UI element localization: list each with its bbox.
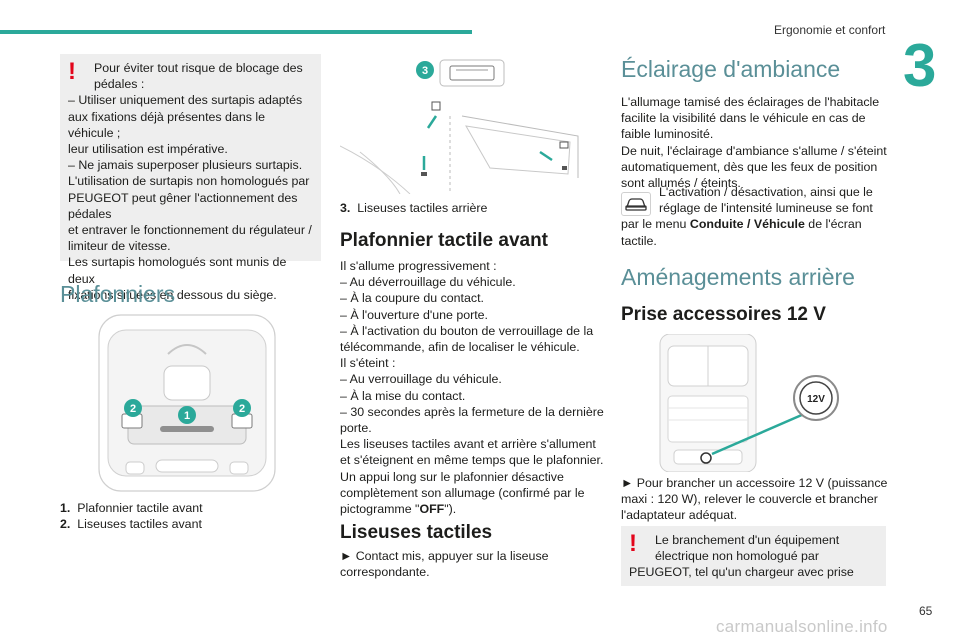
heading-liseuses-tactiles: Liseuses tactiles [340,522,493,543]
socket-label: 12V [807,394,825,405]
warning-line: Les surtapis homologués sont munis de de… [68,255,287,286]
paragraph-line: et s'éteignent en même temps que le plaf… [340,453,604,468]
paragraph-line: correspondante. [340,565,430,580]
warning-line: électrique non homologué par [655,549,819,564]
paragraph-line: automatiquement, dès que les feux de pos… [621,159,878,174]
paragraph-line: réglage de l'intensité lumineuse se font [659,201,873,216]
paragraph-line: – À l'activation du bouton de verrouilla… [340,323,594,338]
caption-rear: 3. Liseuses tactiles arrière [340,200,487,216]
paragraph-line: – Au verrouillage du véhicule. [340,372,502,387]
watermark: carmanualsonline.info [716,617,888,636]
rear-reading-light-illustration: 3 [339,59,579,195]
warning-line: PEUGEOT peut gêner l'actionnement des pé… [68,190,298,221]
warning-line: aux fixations déjà présentes dans le véh… [68,109,265,140]
text-eclairage: L'allumage tamisé des éclairages de l'ha… [621,94,889,191]
callout-2-left: 2 [130,403,136,415]
warning-line: L'utilisation de surtapis non homologués… [68,174,310,189]
heading-plafonnier-tactile-avant: Plafonnier tactile avant [340,230,549,251]
warning-line: pédales : [94,77,145,92]
page-number: 65 [919,604,933,618]
paragraph-line: L'activation / désactivation, ainsi que … [659,185,873,199]
warning-line: limiteur de vitesse. [68,239,171,254]
ceiling-light-illustration: 2 1 2 [98,314,276,492]
warning-line: leur utilisation est impérative. [68,142,228,157]
paragraph-line: Il s'éteint : [340,356,396,371]
ceiling-light-figure: 2 1 2 [98,314,276,492]
paragraph-line: porte. [340,421,372,436]
socket-illustration: 12V [659,333,839,473]
caption-text: Liseuses tactiles avant [77,517,202,532]
warning-box-mats: ! Pour éviter tout risque de blocage des… [60,54,321,302]
paragraph-line: faible luminosité. [621,127,714,142]
chapter-number: 3 [903,32,937,99]
socket-figure: 12V [654,333,854,473]
paragraph-line: – 30 secondes après la fermeture de la d… [340,404,604,419]
paragraph-line: Un appui long sur le plafonnier désactiv… [340,469,564,484]
callout-2-right: 2 [239,403,245,415]
warning-line: PEUGEOT, tel qu'un chargeur avec prise [629,565,854,580]
section-title-amenagements: Aménagements arrière [621,264,855,290]
paragraph-line: pictogramme "OFF"). [340,502,457,517]
paragraph-line: ► Contact mis, appuyer sur la liseuse [340,549,549,563]
paragraph-line: maxi : 120 W), relever le couvercle et b… [621,492,878,507]
paragraph-line: L'allumage tamisé des éclairages de l'ha… [621,95,880,109]
paragraph-line: télécommande, afin de localiser le véhic… [340,340,580,355]
header-title: Ergonomie et confort [774,23,886,37]
paragraph-line: complètement son allumage (confirmé par … [340,485,585,500]
caption-number: 2. [60,517,71,532]
car-icon [621,192,651,216]
caption-number: 3. [340,201,351,215]
paragraph-line: – Au déverrouillage du véhicule. [340,275,516,290]
warning-box-socket: ! Le branchement d'un équipement électri… [621,526,886,586]
paragraph-line: sont allumés / éteints. [621,176,741,191]
warning-line: Le branchement d'un équipement [655,533,840,547]
paragraph-line: – À l'ouverture d'une porte. [340,307,489,322]
section-title-plafonniers: Plafonniers [60,281,176,307]
caption-number: 1. [60,501,71,515]
paragraph-line: l'adaptateur adéquat. [621,508,738,523]
paragraph-line: – À la mise du contact. [340,388,466,403]
warning-line: – Ne jamais superposer plusieurs surtapi… [68,158,303,173]
warning-icon: ! [68,58,76,85]
header-accent-bar [0,30,472,34]
paragraph-line: Il s'allume progressivement : [340,259,497,273]
text-plafonnier-tactile: Il s'allume progressivement : – Au déverr… [340,258,606,517]
paragraph-line: tactile. [621,233,657,248]
paragraph-line: ► Pour brancher un accessoire 12 V (puis… [621,476,888,490]
section-title-eclairage: Éclairage d'ambiance [621,56,841,82]
paragraph-line: facilite la visibilité dans le véhicule … [621,111,866,126]
text-prise: ► Pour brancher un accessoire 12 V (puis… [621,475,889,524]
paragraph-line: De nuit, l'éclairage d'ambiance s'allume… [621,143,887,158]
warning-line: – Utiliser uniquement des surtapis adapt… [68,93,303,108]
text-liseuses: ► Contact mis, appuyer sur la liseuse co… [340,548,606,580]
warning-line: Pour éviter tout risque de blocage des [94,61,303,75]
caption-text: Plafonnier tactile avant [77,501,203,515]
warning-line: et entraver le fonctionnement du régulat… [68,223,312,238]
caption-text: Liseuses tactiles arrière [357,201,488,215]
paragraph-line: par le menu Conduite / Véhicule de l'écr… [621,217,862,232]
callout-1: 1 [184,410,190,422]
text-ambiance-menu: L'activation / désactivation, ainsi que … [621,184,889,249]
rear-reading-light-figure: 3 [339,56,600,195]
caption-list-plafonniers: 1. Plafonnier tactile avant 2. Liseuses … [60,500,203,532]
paragraph-line: Les liseuses tactiles avant et arrière s… [340,437,596,452]
paragraph-line: – À la coupure du contact. [340,291,484,306]
warning-line: fixations situées en dessous du siège. [68,287,277,302]
callout-3: 3 [422,65,428,77]
heading-prise-12v: Prise accessoires 12 V [621,304,826,325]
warning-icon: ! [629,530,637,557]
